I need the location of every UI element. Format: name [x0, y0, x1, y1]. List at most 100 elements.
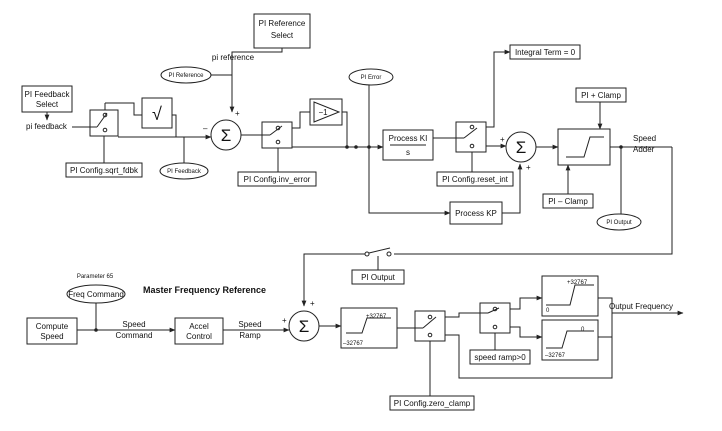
negative-clamp-block: 0 –32767	[541, 319, 599, 361]
error-sum-plus-sign: +	[235, 109, 240, 118]
to-integral-term-wire	[486, 49, 511, 128]
pi-config-inv-error-label: PI Config.inv_error	[244, 175, 311, 184]
speed-ramp-switch	[479, 302, 511, 334]
pi-config-sqrt-fdbk-box: PI Config.sqrt_fdbk	[65, 162, 143, 178]
junction-dot-1	[345, 145, 349, 149]
pi-config-sqrt-fdbk-label: PI Config.sqrt_fdbk	[70, 166, 139, 175]
pi-reference-select-box: PI Reference Select	[253, 13, 311, 49]
compute-speed-line1: Compute	[36, 322, 69, 331]
parameter-65-label: Parameter 65	[77, 274, 114, 280]
output-sum-sigma: Σ	[516, 138, 527, 157]
freq-command-label: Freq Command	[68, 290, 124, 299]
compute-speed-line2: Speed	[40, 332, 63, 341]
speed-sum-junction: Σ	[288, 310, 320, 342]
pi-error-bubble-label: PI Error	[361, 75, 382, 81]
inverter-gain-label: −1	[318, 108, 328, 117]
kp-to-sum-wire	[502, 163, 523, 214]
pi-reference-bubble-label: PI Reference	[168, 73, 204, 79]
pi-feedback-bubble-label: PI Feedback	[167, 169, 202, 175]
zero-switch-to-ramp-switch-wire	[445, 312, 480, 318]
compute-speed-block: Compute Speed	[26, 317, 78, 345]
speed-ramp-line1: Speed	[238, 320, 261, 329]
pi-config-inv-error-box: PI Config.inv_error	[237, 171, 317, 187]
speed-ramp-gt0-label: speed ramp>0	[474, 353, 526, 362]
output-sum-junction: Σ	[505, 131, 537, 163]
accel-control-line1: Accel	[189, 322, 209, 331]
junction-dot-2	[354, 145, 358, 149]
speed-limiter-block: +32767 –32767	[340, 307, 398, 349]
negative-clamp-out-wire	[598, 313, 613, 338]
sqrt-block: √	[141, 97, 173, 129]
pi-config-zero-clamp-box: PI Config.zero_clamp	[389, 395, 475, 411]
pi-feedback-select-box: PI Feedback Select	[21, 85, 73, 113]
speed-limiter-min: –32767	[343, 341, 364, 347]
inverter-return-wire	[342, 111, 348, 147]
to-negative-clamp-wire	[510, 326, 543, 340]
pi-feedback-signal-label: pi feedback	[26, 122, 68, 131]
pi-feedback-select-line2: Select	[36, 100, 59, 109]
process-kp-block: Process KP	[449, 201, 503, 225]
pi-error-bubble: PI Error	[348, 68, 394, 86]
pi-clamp-limiter	[557, 128, 611, 166]
sqrt-fdbk-switch	[89, 109, 119, 137]
reset-int-switch	[455, 121, 487, 153]
zero-clamp-switch	[414, 310, 446, 342]
positive-clamp-block: +32767 0	[541, 275, 599, 317]
speed-adder-line2: Adder	[633, 145, 655, 154]
error-sum-minus-sign: –	[203, 124, 208, 133]
pi-reference-select-line2: Select	[271, 31, 294, 40]
inverter-block: −1	[309, 98, 343, 126]
speed-sum-plus-top: +	[310, 299, 315, 308]
speed-sum-plus-left: +	[282, 316, 287, 325]
positive-clamp-min: 0	[546, 308, 550, 314]
integral-term-box: Integral Term = 0	[509, 44, 581, 60]
pi-config-zero-clamp-label: PI Config.zero_clamp	[394, 399, 471, 408]
error-sum-junction: Σ	[210, 119, 242, 151]
pi-reference-select-line1: PI Reference	[259, 19, 306, 28]
pi-minus-clamp-box: PI – Clamp	[542, 193, 594, 209]
loop-to-speed-sum-wire	[301, 253, 365, 307]
integral-term-label: Integral Term = 0	[515, 48, 576, 57]
process-ki-block: Process KI s	[382, 129, 434, 161]
accel-control-line2: Control	[186, 332, 212, 341]
to-sqrt-wire	[105, 102, 142, 116]
pi-reference-bubble: PI Reference	[160, 66, 212, 84]
freq-command-bubble: Freq Command	[66, 284, 126, 304]
speed-command-line1: Speed	[122, 320, 145, 329]
process-kp-label: Process KP	[455, 209, 497, 218]
to-positive-clamp-wire	[510, 295, 543, 310]
process-ki-denominator: s	[406, 148, 410, 157]
output-frequency-label: Output Frequency	[609, 302, 673, 311]
pi-output-label-text: PI Output	[361, 273, 396, 282]
master-frequency-reference-title: Master Frequency Reference	[143, 285, 266, 295]
pi-output-bubble: PI Output	[596, 213, 642, 231]
speed-ramp-gt0-box: speed ramp>0	[469, 349, 531, 365]
speed-command-line2: Command	[116, 331, 153, 340]
positive-clamp-max: +32767	[567, 280, 588, 286]
pi-feedback-select-line1: PI Feedback	[25, 90, 71, 99]
pi-config-reset-int-label: PI Config.reset_int	[442, 175, 509, 184]
speed-adder-line1: Speed	[633, 134, 656, 143]
pi-reference-signal-label: pi reference	[212, 53, 255, 62]
to-inverter-wire	[292, 111, 310, 129]
positive-clamp-out-wire	[598, 297, 613, 313]
pi-output-switch	[364, 247, 392, 257]
inv-error-switch	[261, 121, 293, 149]
output-sum-plus-left: +	[500, 135, 505, 144]
pi-config-reset-int-box: PI Config.reset_int	[436, 171, 514, 187]
zero-clamp-bypass-wire	[445, 310, 613, 379]
pi-plus-clamp-box: PI + Clamp	[575, 87, 627, 103]
pi-minus-clamp-label: PI – Clamp	[548, 197, 588, 206]
pi-reference-wire	[229, 48, 283, 113]
sqrt-symbol: √	[152, 104, 162, 124]
speed-ramp-line2: Ramp	[239, 331, 261, 340]
pi-output-bubble-label: PI Output	[606, 220, 632, 226]
negative-clamp-min: –32767	[545, 353, 566, 359]
pi-output-label-box: PI Output	[351, 269, 405, 285]
pi-plus-clamp-label: PI + Clamp	[581, 91, 621, 100]
output-sum-plus-bottom: +	[526, 163, 531, 172]
speed-adder-loop-wire	[394, 147, 673, 255]
speed-limiter-max: +32767	[366, 314, 387, 320]
negative-clamp-max: 0	[581, 327, 585, 333]
